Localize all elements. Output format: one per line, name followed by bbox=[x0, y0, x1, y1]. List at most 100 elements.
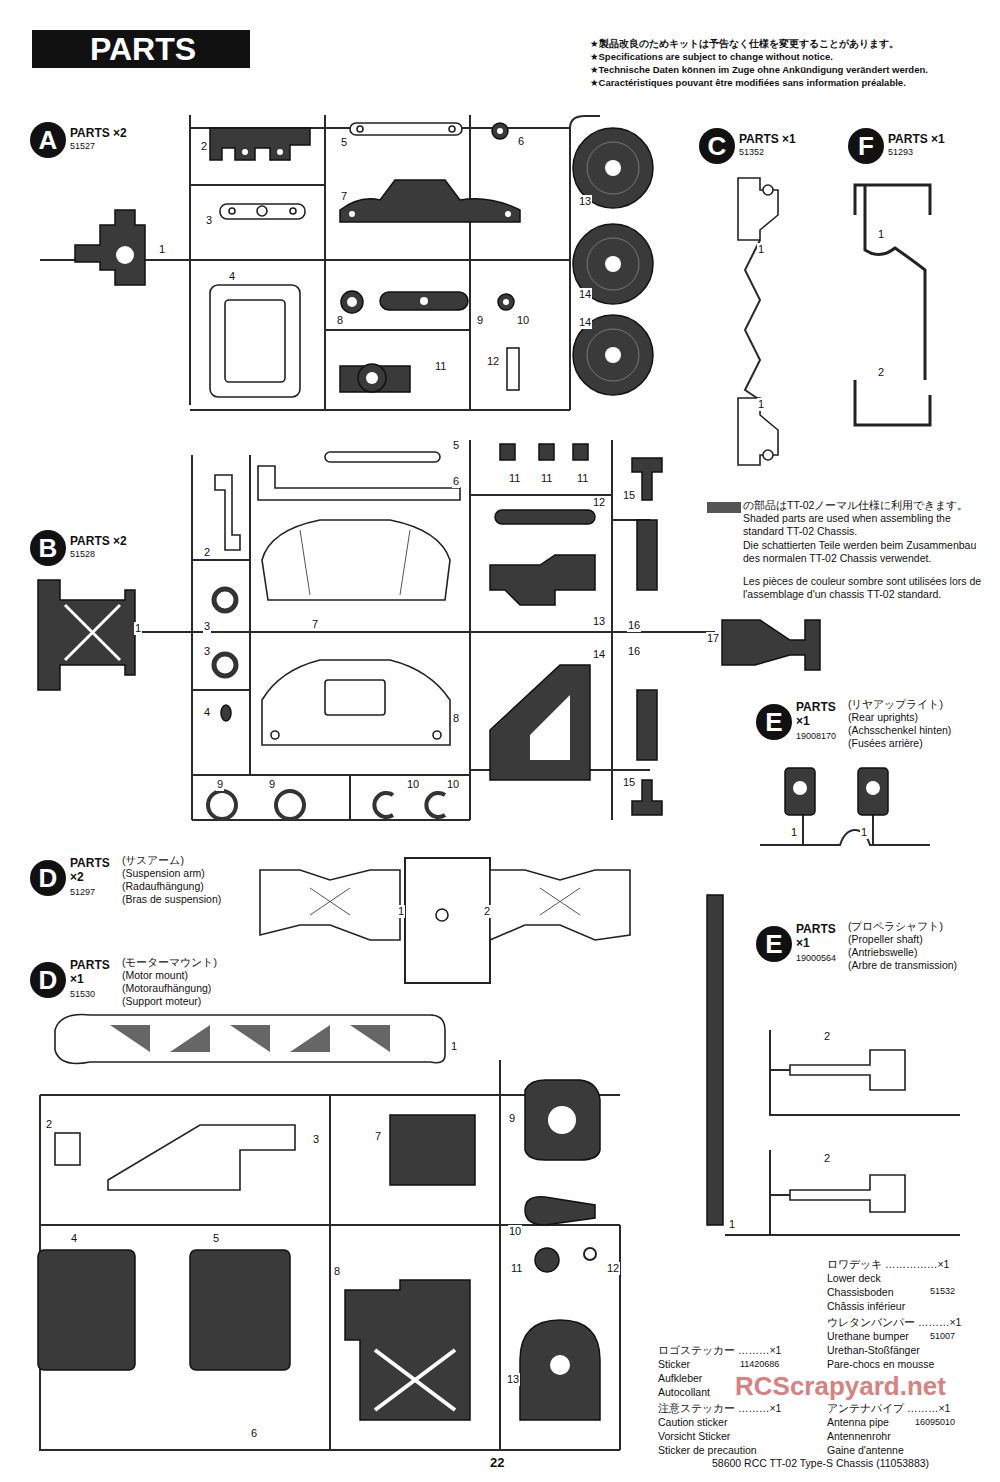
parts-count: PARTS ×2 bbox=[70, 534, 127, 548]
motor-mount-sprue-shape bbox=[520, 1320, 600, 1420]
callout-number: 9 bbox=[268, 778, 276, 791]
sprue-a-shape bbox=[358, 364, 386, 392]
sprue-f-shape bbox=[855, 185, 930, 425]
section-badge: EPARTS ×119000564(プロペラシャフト)(Propeller sh… bbox=[756, 926, 792, 962]
suspension-arms-shape bbox=[405, 858, 490, 983]
sprue-a-shape bbox=[257, 206, 267, 216]
callout-number: 1 bbox=[757, 243, 765, 256]
sprue-b-shape bbox=[300, 530, 410, 595]
sprue-a-shape bbox=[420, 297, 428, 305]
part-description: (Achsschenkel hinten) bbox=[848, 724, 951, 737]
callout-number: 14 bbox=[592, 648, 606, 661]
sprue-a-shape bbox=[587, 329, 639, 381]
callout-number: 4 bbox=[70, 1232, 78, 1245]
sprue-b-shape bbox=[374, 793, 393, 817]
sprue-a bbox=[40, 115, 653, 410]
motor-mount-sprue-shape bbox=[525, 1197, 595, 1225]
parts-list-text: ウレタンバンパー ………×1 bbox=[827, 1316, 961, 1329]
callout-number: 5 bbox=[340, 136, 348, 149]
section-letter: E bbox=[756, 926, 792, 962]
suspension-arms-shape bbox=[260, 870, 400, 940]
callout-number: 1 bbox=[860, 826, 868, 839]
motor-mount-sprue-shape bbox=[390, 1115, 475, 1185]
motor-mount-sprue-shape bbox=[535, 1248, 559, 1272]
parts-list-text: Pare-chocs en mousse bbox=[827, 1358, 934, 1371]
part-description: (Arbre de transmission) bbox=[848, 959, 957, 972]
section-letter: F bbox=[848, 128, 884, 164]
callout-number: 13 bbox=[592, 615, 606, 628]
sprue-b-shape bbox=[214, 654, 236, 676]
sprue-c-shape bbox=[745, 240, 760, 400]
sprue-b-shape bbox=[262, 660, 450, 745]
motor-mount-sprue-shape bbox=[110, 1025, 390, 1052]
suspension-arms-shape bbox=[310, 888, 350, 915]
callout-number: 1 bbox=[877, 228, 885, 241]
part-description: (サスアーム) bbox=[122, 854, 184, 867]
sprue-b-shape bbox=[426, 793, 445, 817]
parts-list-text: Antennenrohr bbox=[827, 1430, 891, 1443]
parts-list-text: Caution sticker bbox=[658, 1416, 727, 1429]
rear-uprights-shape bbox=[858, 768, 888, 815]
sprue-b-shape bbox=[637, 690, 657, 760]
sprue-a-shape bbox=[573, 315, 653, 395]
sprue-b-shape bbox=[500, 444, 515, 460]
rear-uprights-shape bbox=[793, 781, 807, 795]
section-badge: CPARTS ×151352 bbox=[699, 128, 735, 164]
title-text: PARTS bbox=[32, 30, 250, 68]
callout-number: 3 bbox=[203, 645, 211, 658]
sprue-b-shape bbox=[214, 589, 236, 611]
callout-number: 11 bbox=[510, 1262, 523, 1275]
callout-number: 13 bbox=[578, 195, 592, 208]
callout-number: 16 bbox=[627, 619, 641, 632]
section-letter: D bbox=[30, 860, 66, 896]
parts-list-text: Aufkleber bbox=[658, 1372, 702, 1385]
sprue-a-shape bbox=[497, 128, 503, 134]
page-number: 22 bbox=[490, 1455, 504, 1471]
sprue-b-shape bbox=[722, 620, 820, 670]
parts-list-text: Antenna pipe bbox=[827, 1416, 889, 1429]
motor-mount-sprue-shape bbox=[345, 1280, 470, 1420]
motor-mount-sprue-shape bbox=[55, 1015, 445, 1064]
parts-list-text: Chassisboden bbox=[827, 1286, 894, 1299]
sprue-b-shape bbox=[490, 555, 595, 605]
parts-list-text: Châssis inférieur bbox=[827, 1300, 905, 1313]
callout-number: 11 bbox=[508, 472, 521, 485]
part-description: (Bras de suspension) bbox=[122, 893, 221, 906]
sprue-a-shape bbox=[116, 246, 134, 264]
parts-list-text: 51532 bbox=[930, 1286, 955, 1297]
parts-list-text: Gaine d'antenne bbox=[827, 1444, 904, 1457]
sprue-c-shape bbox=[738, 178, 778, 240]
sprue-b-shape bbox=[490, 665, 590, 780]
callout-number: 8 bbox=[336, 314, 344, 327]
propeller-shaft-sprue-shape bbox=[790, 1175, 905, 1212]
sprue-b-shape bbox=[208, 791, 236, 819]
section-letter: A bbox=[30, 122, 66, 158]
sprue-b-shape bbox=[276, 791, 304, 819]
parts-list-text: Sticker de precaution bbox=[658, 1444, 757, 1457]
sprue-a-shape bbox=[220, 204, 305, 219]
callout-number: 3 bbox=[205, 214, 213, 227]
motor-mount-sprue-shape bbox=[525, 1080, 600, 1160]
parts-list-text: 16095010 bbox=[915, 1417, 955, 1428]
disclaimer-note: ★製品改良のためキットは予告なく仕様を変更することがあります。 bbox=[590, 38, 899, 49]
callout-number: 2 bbox=[823, 1152, 831, 1165]
callout-number: 10 bbox=[508, 1225, 522, 1238]
shaded-swatch bbox=[707, 502, 741, 513]
callout-number: 5 bbox=[212, 1232, 220, 1245]
callout-number: 6 bbox=[517, 135, 525, 148]
part-description: (Rear uprights) bbox=[848, 711, 918, 724]
sprue-a-shape bbox=[225, 300, 285, 382]
callout-number: 6 bbox=[250, 1427, 258, 1440]
callout-number: 12 bbox=[486, 355, 500, 368]
part-number: 51293 bbox=[888, 147, 913, 158]
part-number: 19008170 bbox=[796, 731, 836, 742]
sprue-a-shape bbox=[573, 224, 653, 304]
callout-number: 1 bbox=[450, 1040, 458, 1053]
parts-count: PARTS ×1 bbox=[739, 132, 796, 146]
propeller-shaft-sprue-shape bbox=[790, 1050, 905, 1090]
section-letter: E bbox=[756, 704, 792, 740]
section-badge: BPARTS ×251528 bbox=[30, 530, 66, 566]
parts-list-text: 11420686 bbox=[740, 1359, 779, 1370]
parts-list-text: ロゴステッカー ………×1 bbox=[658, 1344, 781, 1357]
sprue-a-shape bbox=[498, 294, 514, 310]
